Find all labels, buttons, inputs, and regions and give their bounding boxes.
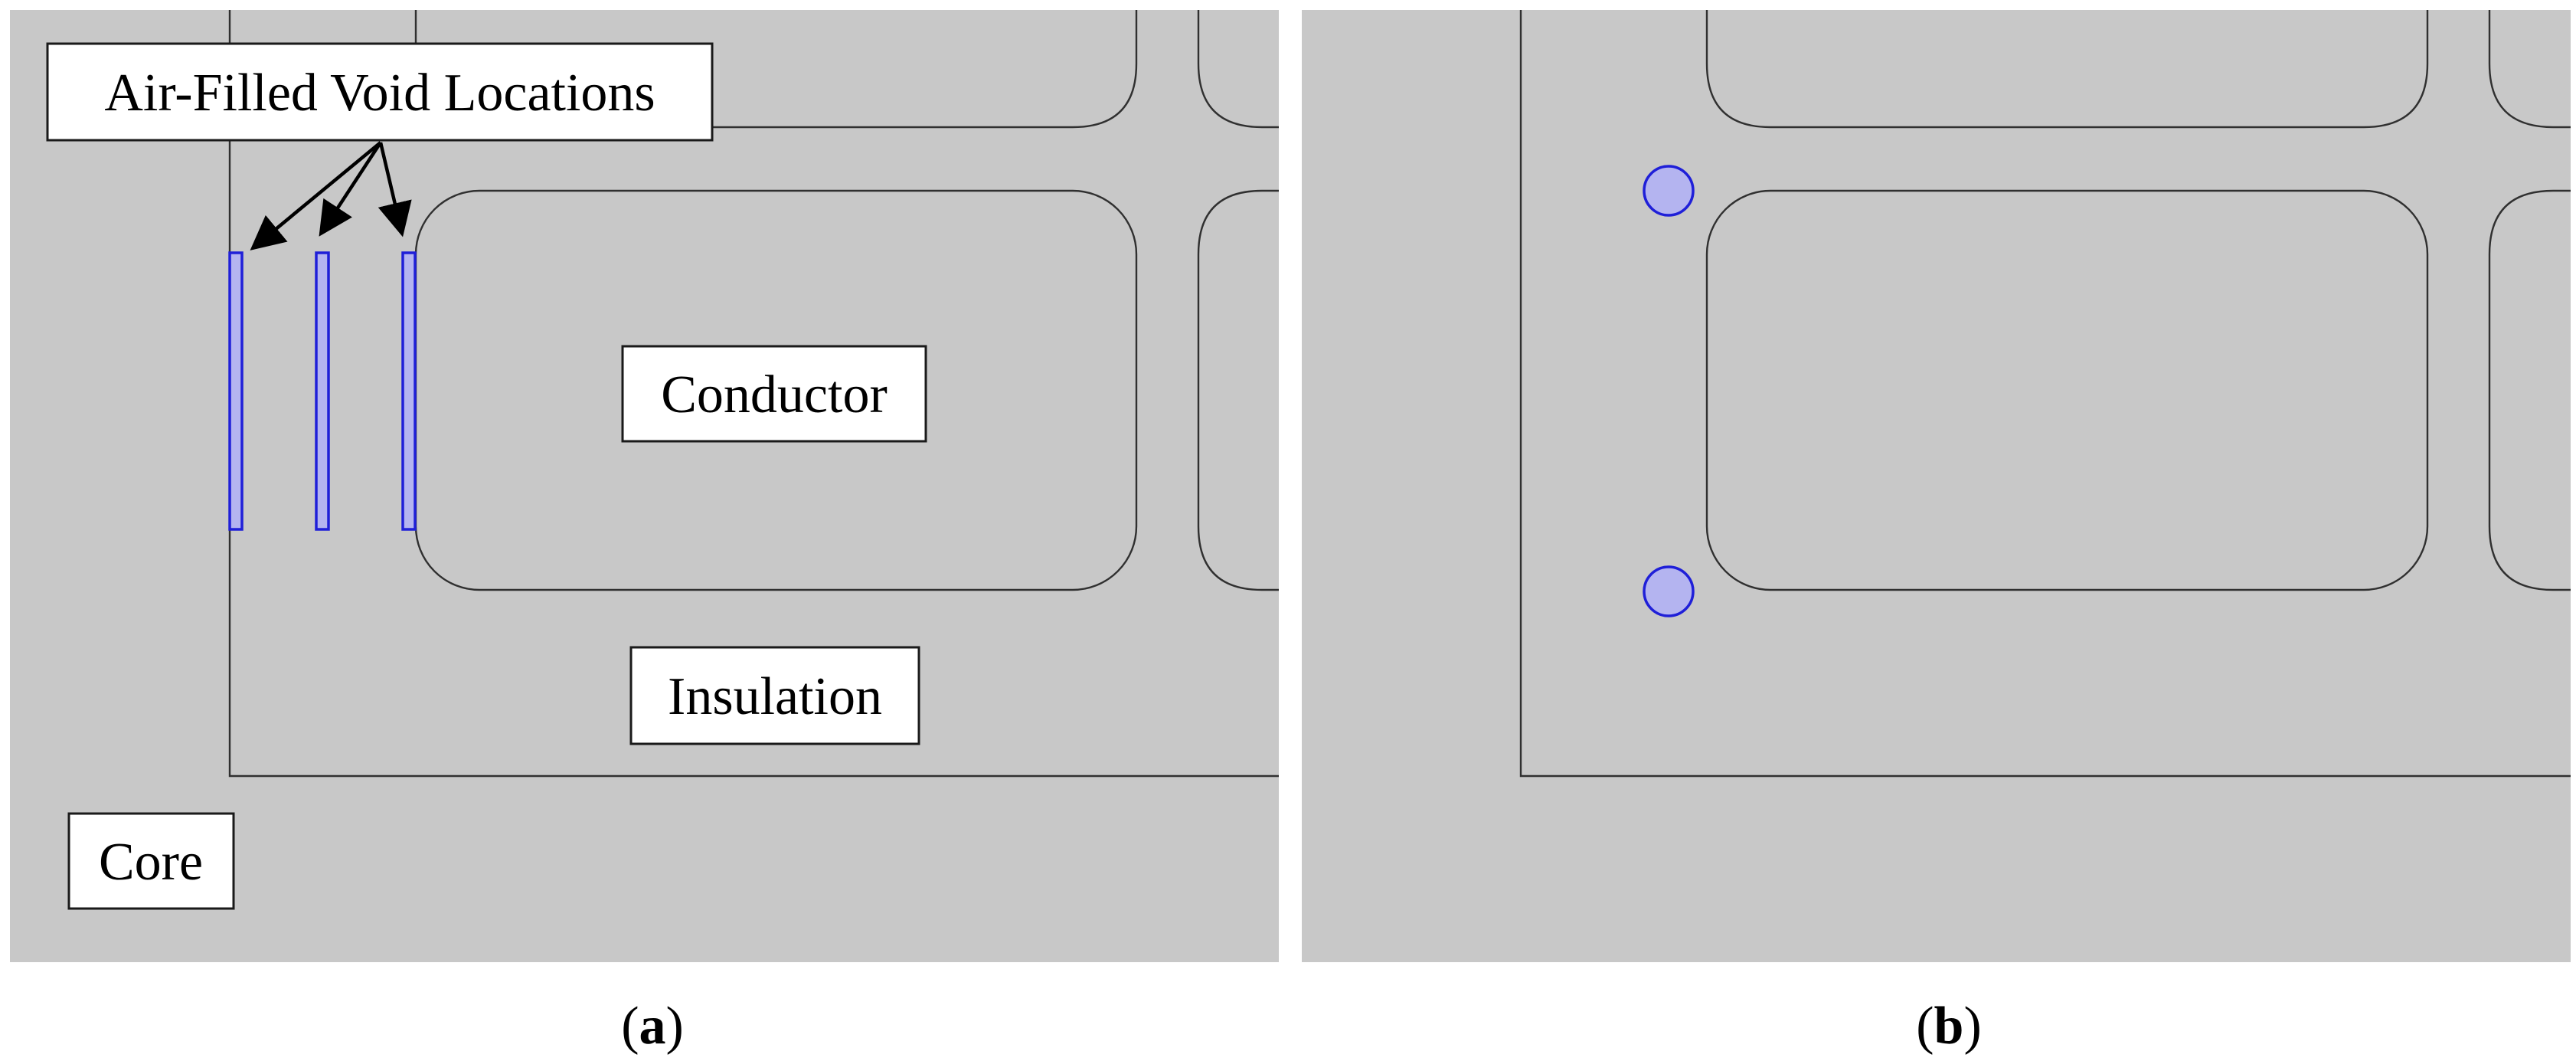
arrow-to-void-1 xyxy=(250,141,382,251)
void-strip-2 xyxy=(315,251,330,531)
panel-a-background xyxy=(10,10,1279,962)
conductor-label: Conductor xyxy=(621,345,927,443)
caption-a: (a) xyxy=(621,997,684,1056)
void-circle-2 xyxy=(1643,565,1695,617)
panel-b-background xyxy=(1302,10,2571,962)
void-locations-label: Air-Filled Void Locations xyxy=(46,42,714,142)
void-strip-1 xyxy=(228,251,244,531)
panel-b xyxy=(1302,10,2571,962)
void-circle-1 xyxy=(1643,165,1695,217)
insulation-label: Insulation xyxy=(629,646,920,745)
panel-a-geometry xyxy=(228,10,1279,778)
arrow-to-void-3 xyxy=(378,142,412,237)
conductor-right xyxy=(1197,189,1279,591)
insulation-label-text: Insulation xyxy=(668,667,882,726)
conductor-shape-b xyxy=(1705,189,2429,591)
panel-b-geometry xyxy=(1519,10,2571,778)
core-label: Core xyxy=(67,812,235,910)
void-locations-label-text: Air-Filled Void Locations xyxy=(104,64,655,123)
core-label-text: Core xyxy=(99,833,203,892)
arrow-to-void-2 xyxy=(319,141,382,237)
conductor-top-left-b xyxy=(1705,10,2429,129)
conductor-top-right xyxy=(1197,10,1279,129)
insulation-boundary-b xyxy=(1519,10,2571,778)
conductor-label-text: Conductor xyxy=(661,365,888,424)
void-strip-3 xyxy=(401,251,417,531)
caption-b: (b) xyxy=(1916,997,1982,1056)
conductor-top-right-b xyxy=(2488,10,2571,129)
conductor-right-b xyxy=(2488,189,2571,591)
panel-a: Air-Filled Void Locations Conductor Insu… xyxy=(10,10,1279,962)
